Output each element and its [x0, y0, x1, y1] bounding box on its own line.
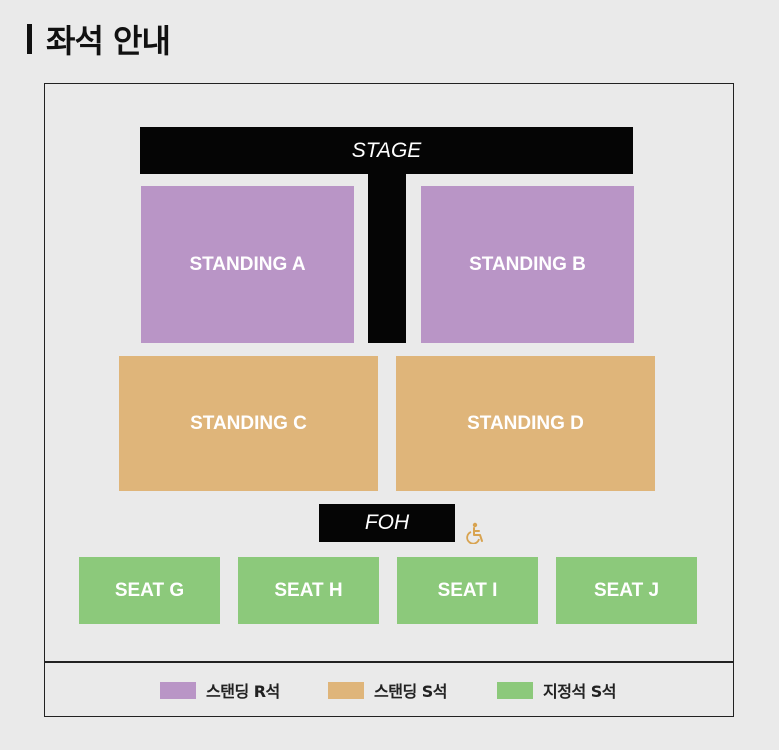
stage-label: STAGE: [351, 138, 422, 162]
zone-seat-i[interactable]: SEAT I: [397, 557, 538, 624]
zone-seat-h[interactable]: SEAT H: [238, 557, 379, 624]
stage-runway: [368, 174, 406, 343]
zone-label: SEAT I: [437, 579, 498, 601]
wheelchair-icon: [466, 522, 483, 544]
zone-seat-g[interactable]: SEAT G: [79, 557, 220, 624]
foh-booth: FOH: [319, 504, 455, 542]
legend-item-standing-r: 스탠딩 R석: [160, 680, 280, 701]
legend-swatch: [328, 681, 364, 699]
title-accent-bar: [27, 24, 32, 54]
legend-item-seat-s: 지정석 S석: [497, 680, 616, 701]
legend-item-standing-s: 스탠딩 S석: [328, 680, 447, 701]
page-title: 좌석 안내: [46, 22, 171, 60]
stage: STAGE: [140, 127, 633, 174]
zone-label: SEAT G: [114, 579, 185, 601]
zone-standing-c[interactable]: STANDING C: [119, 356, 378, 491]
legend-swatch: [497, 681, 533, 699]
zone-standing-b[interactable]: STANDING B: [421, 186, 634, 343]
legend-swatch: [160, 681, 196, 699]
zone-seat-j[interactable]: SEAT J: [556, 557, 697, 624]
zone-label: SEAT J: [593, 579, 660, 601]
zone-label: STANDING C: [190, 412, 307, 434]
zone-label: STANDING A: [189, 253, 306, 275]
foh-label: FOH: [364, 511, 410, 534]
zone-standing-a[interactable]: STANDING A: [141, 186, 354, 343]
zone-label: STANDING D: [467, 412, 584, 434]
zone-standing-d[interactable]: STANDING D: [396, 356, 655, 491]
zone-label: STANDING B: [469, 253, 586, 275]
legend-label: 스탠딩 R석: [206, 682, 280, 701]
zone-label: SEAT H: [274, 579, 343, 601]
legend-label: 스탠딩 S석: [374, 682, 447, 701]
legend-divider: [44, 661, 734, 663]
legend-label: 지정석 S석: [543, 682, 616, 701]
